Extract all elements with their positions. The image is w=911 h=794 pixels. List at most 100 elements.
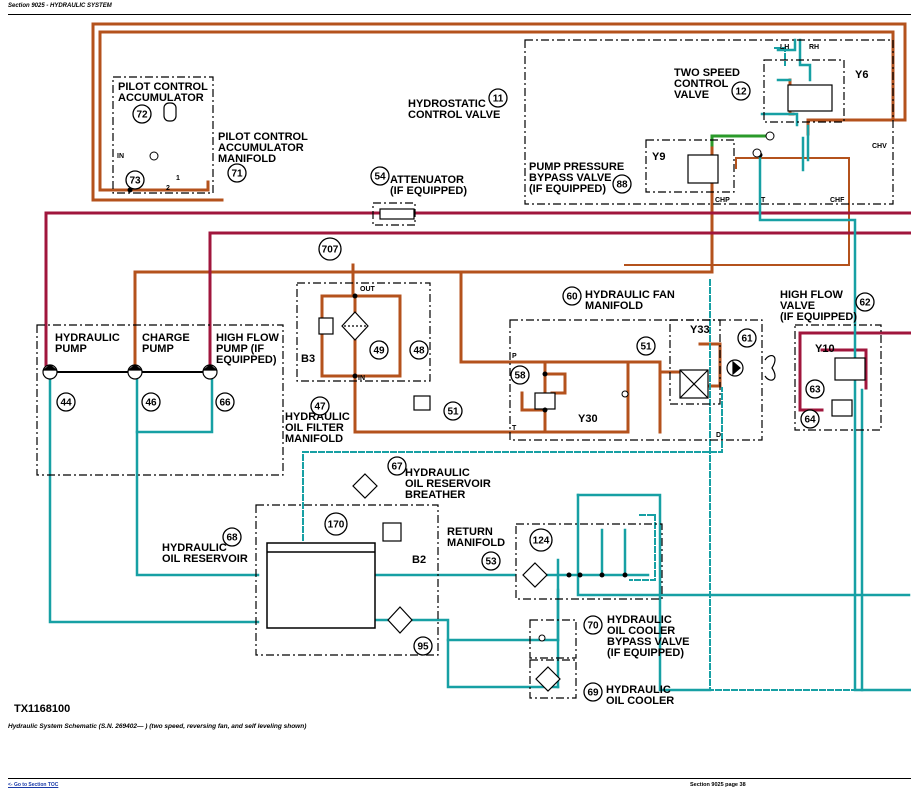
callout-51: 51 (640, 342, 652, 353)
port-p2: 2 (166, 185, 170, 192)
callout-47: 47 (314, 402, 326, 413)
component-b2: B2 (412, 554, 426, 566)
callout-61: 61 (741, 334, 753, 345)
port-rh: RH (809, 44, 819, 51)
callout-circle (443, 401, 463, 421)
port-chf: CHF (830, 197, 845, 204)
callout-circle (481, 551, 501, 571)
callout-circle (737, 328, 757, 348)
pilot-line (710, 134, 770, 147)
callout-44: 44 (60, 398, 72, 409)
callout-64: 64 (804, 415, 816, 426)
filter-symbols (163, 84, 866, 692)
callout-12: 12 (735, 87, 747, 98)
callout-48: 48 (413, 346, 425, 357)
check-valves (149, 131, 775, 642)
port-t2: T (512, 425, 517, 432)
port-p1: 1 (176, 175, 180, 182)
callout-circle (370, 166, 390, 186)
callout-circle (387, 456, 407, 476)
callout-66: 66 (219, 398, 231, 409)
callout-68: 68 (226, 533, 238, 544)
callout-88: 88 (616, 180, 628, 191)
callout-63: 63 (809, 385, 821, 396)
callout-circle (125, 170, 145, 190)
callout-circle (222, 527, 242, 547)
port-t: T (761, 197, 766, 204)
port-p: P (512, 353, 517, 360)
callout-53: 53 (485, 557, 497, 568)
callout-circle (132, 104, 152, 124)
callout-circle (583, 615, 603, 635)
tank-line (624, 157, 850, 266)
callout-circle (141, 392, 161, 412)
callout-circle (562, 286, 582, 306)
callout-circle (731, 81, 751, 101)
callout-circle (583, 682, 603, 702)
callout-62: 62 (859, 298, 871, 309)
callout-73: 73 (129, 176, 141, 187)
callout-circle (805, 379, 825, 399)
callout-72: 72 (136, 110, 148, 121)
port-lh: LH (780, 44, 789, 51)
reservoir-tank (266, 542, 376, 629)
component-y30: Y30 (578, 413, 598, 425)
callout-circle (612, 174, 632, 194)
callout-circle (636, 336, 656, 356)
charge-lines (48, 38, 911, 692)
callout-circle (56, 392, 76, 412)
callout-circle (510, 365, 530, 385)
callout-46: 46 (145, 398, 157, 409)
callout-circle (369, 340, 389, 360)
callout-circle (215, 392, 235, 412)
callout-69: 69 (587, 688, 599, 699)
callout-circle (413, 636, 433, 656)
figure-caption: Hydraulic System Schematic (S.N. 269402—… (8, 723, 307, 730)
callout-170: 170 (328, 520, 345, 531)
callout-58: 58 (514, 371, 526, 382)
label-attenuator: ATTENUATOR(IF EQUIPPED) (390, 174, 467, 197)
page-number: Section 9025 page 38 (690, 782, 746, 788)
callout-49: 49 (373, 346, 385, 357)
callout-67: 67 (391, 462, 403, 473)
component-y9: Y9 (652, 151, 665, 163)
callout-circle (409, 340, 429, 360)
pump-symbols (42, 355, 776, 381)
callout-124: 124 (533, 536, 550, 547)
component-y33: Y33 (690, 324, 710, 336)
callout-circle (324, 512, 348, 536)
component-y10: Y10 (815, 343, 835, 355)
port-in: IN (117, 153, 124, 160)
callout-95: 95 (417, 642, 429, 653)
section-toc-link[interactable]: <- Go to Section TOC (8, 782, 59, 788)
callout-circle (227, 163, 247, 183)
callout-circle (855, 292, 875, 312)
port-d: D (716, 432, 721, 439)
section-header: Section 9025 - HYDRAULIC SYSTEM (8, 3, 112, 9)
component-y6: Y6 (855, 69, 868, 81)
callout-70: 70 (587, 621, 599, 632)
callout-11: 11 (493, 94, 504, 105)
component-b3: B3 (301, 353, 315, 365)
callout-707: 707 (322, 245, 339, 256)
figure-id: TX1168100 (14, 703, 71, 715)
callout-71: 71 (231, 169, 243, 180)
footer-rule (8, 778, 911, 779)
callout-circle (488, 88, 508, 108)
callout-51: 51 (447, 407, 459, 418)
port-chv: CHV (872, 143, 887, 150)
